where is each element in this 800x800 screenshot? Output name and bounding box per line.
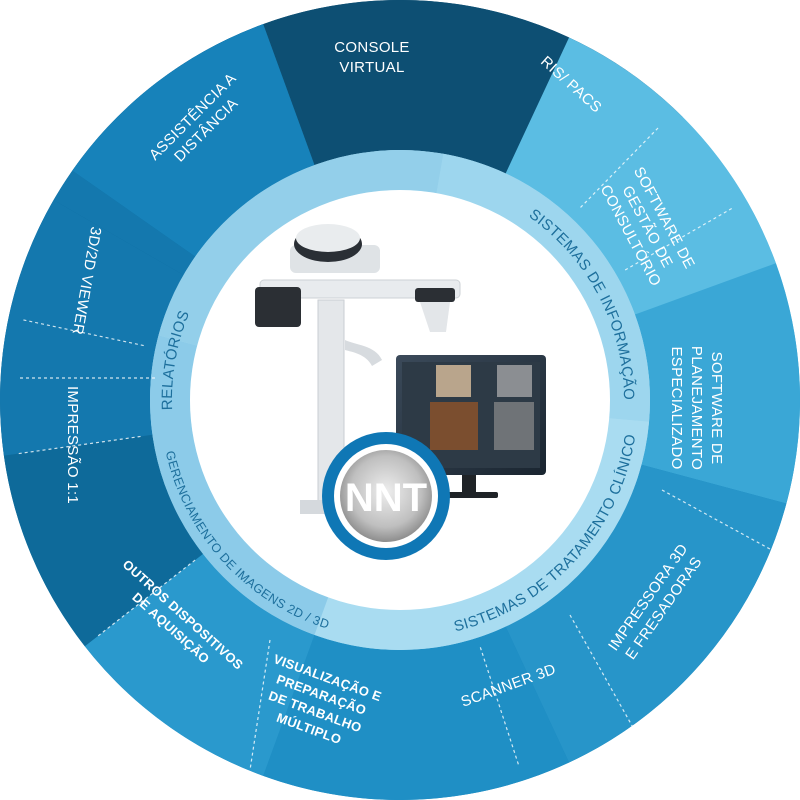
separator-line [479, 647, 520, 767]
band-clinical [314, 418, 650, 650]
sector-console-virtual [263, 0, 570, 206]
band-image-mgmt [149, 335, 329, 635]
outer-label-line: ESPECIALIZADO [668, 346, 685, 469]
sector-impressora [263, 594, 570, 800]
outer-label-line: CONSOLE [334, 39, 409, 56]
outer-label-line: SOFTWARE DE [708, 352, 725, 465]
separators [18, 127, 791, 771]
inner-disc: NNT [190, 190, 610, 610]
separator-line [579, 127, 659, 209]
outer-label-line: IMPRESSÃO 1:1 [64, 386, 81, 504]
separator-line [18, 435, 141, 455]
separator-line [96, 559, 196, 638]
equipment-illustration [255, 224, 605, 605]
separator-line [661, 489, 791, 561]
separator-line [23, 319, 144, 347]
nnt-logo: NNT [345, 476, 427, 520]
outer-label-impressao: IMPRESSÃO 1:1 [64, 386, 81, 504]
sector-gestao [602, 263, 800, 504]
outer-label-console-virtual: CONSOLE VIRTUAL [334, 39, 409, 76]
sector-gap [53, 170, 224, 293]
outer-label-line: VIRTUAL [339, 59, 404, 76]
band-reports [158, 149, 444, 346]
separator-line [249, 639, 271, 771]
outer-label-line: PLANEJAMENTO [688, 346, 705, 470]
band-information [436, 153, 650, 422]
separator-line [624, 206, 734, 271]
sector-planejamento [490, 455, 787, 763]
